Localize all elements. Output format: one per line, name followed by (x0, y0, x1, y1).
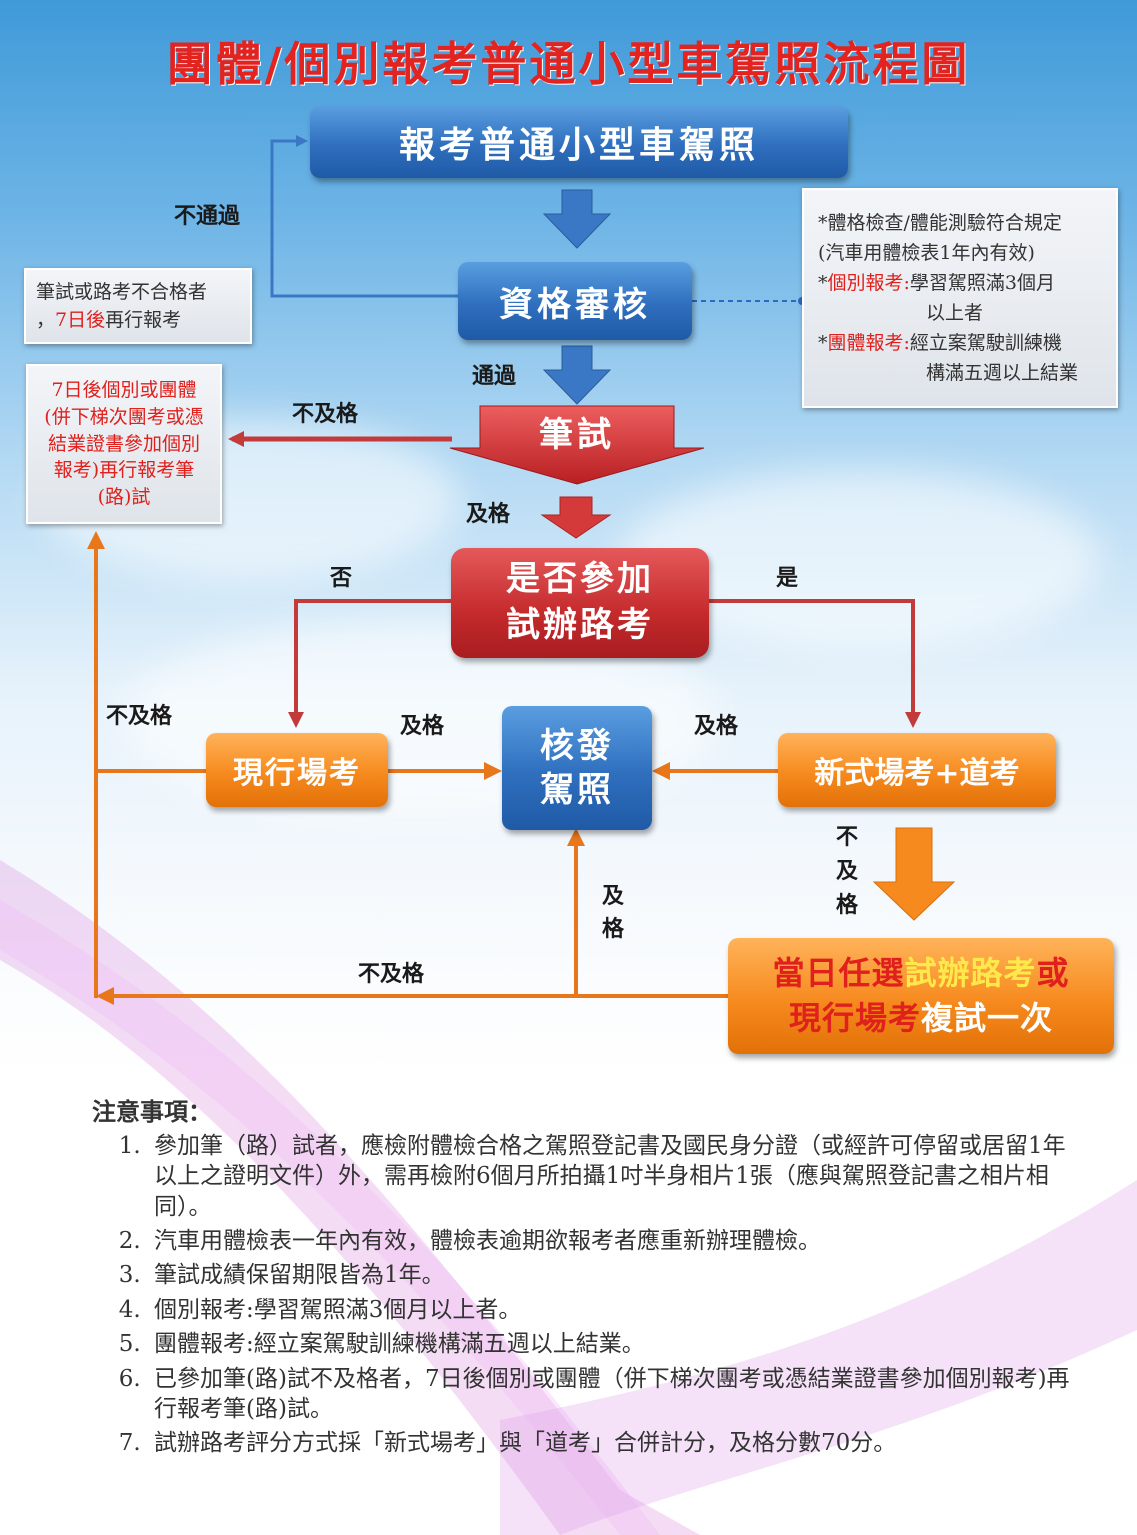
rules-line: *個別報考:學習駕照滿3個月 (818, 268, 1055, 298)
rules-text: * (818, 332, 828, 355)
notice-item: 試辦路考評分方式採「新式場考」與「道考」合併計分，及格分數70分。 (148, 1428, 1082, 1458)
label-fail-retry: 不及格 (358, 961, 425, 987)
fail-note-line-1: 筆試或路考不合格者 (36, 280, 208, 303)
notice-list: 參加筆（路）試者，應檢附體檢合格之駕照登記書及國民身分證（或經許可停留或居留1年… (92, 1131, 1082, 1459)
issue-line-1: 核發 (540, 725, 614, 766)
qualification-review-box: 資格審核 (458, 262, 692, 340)
rules-text: 經立案駕駛訓練機 (909, 332, 1062, 355)
fail-note-line-2: ，7日後再行報考 (36, 306, 181, 335)
notice-item: 團體報考:經立案駕駛訓練機構滿五週以上結業。 (148, 1329, 1082, 1359)
same-day-retry-box: 當日任選試辦路考或 現行場考複試一次 (728, 938, 1114, 1054)
label-fail-new-char: 格 (836, 892, 859, 919)
retry-text: 或 (1036, 954, 1070, 993)
rules-text: 團體報考: (827, 332, 910, 355)
label-pass-written: 及格 (466, 501, 511, 527)
retake-note: 7日後個別或團體(併下梯次團考或憑結業證書參加個別報考)再行報考筆(路)試 (26, 364, 222, 524)
issue-license-box: 核發 駕照 (502, 706, 652, 830)
label-fail-new-char: 及 (836, 858, 859, 885)
current-field-test-box: 現行場考 (206, 733, 388, 807)
arrow-written-down (540, 496, 612, 539)
retry-text: 複試一次 (921, 999, 1054, 1037)
retry-line-2: 現行場考複試一次 (789, 996, 1053, 1041)
label-pass-retry-char: 及 (602, 883, 625, 909)
retry-line-1: 當日任選試辦路考或 (772, 951, 1069, 996)
label-not-pass: 不通過 (174, 203, 241, 229)
decision-line-2: 試辦路考 (506, 605, 654, 645)
fail-wait-note: 筆試或路考不合格者 ，7日後再行報考 (24, 268, 252, 344)
rules-line: 構滿五週以上結業 (926, 362, 1079, 385)
label-pass: 通過 (472, 363, 517, 389)
rules-text: 學習駕照滿3個月 (909, 271, 1055, 294)
notice-item: 個別報考:學習駕照滿3個月以上者。 (148, 1295, 1082, 1325)
label-no: 否 (330, 565, 353, 591)
line-no-branch (288, 599, 451, 728)
arrow-qualify-down (542, 345, 612, 405)
apply-license-box: 報考普通小型車駕照 (310, 106, 848, 178)
arrow-new-fail-down (872, 827, 956, 921)
notice-item: 筆試成績保留期限皆為1年。 (148, 1260, 1082, 1290)
page-title: 團體/個別報考普通小型車駕照流程圖 (166, 37, 971, 91)
retry-text: 現行場考 (788, 999, 921, 1037)
road-test-decision-box: 是否參加 試辦路考 (451, 548, 709, 658)
written-test-shape (449, 405, 705, 485)
written-test-label: 筆試 (539, 414, 615, 455)
retry-text: 當日任選 (772, 954, 905, 993)
notice-section: 注意事項： 參加筆（路）試者，應檢附體檢合格之駕照登記書及國民身分證（或經許可停… (92, 1092, 1082, 1463)
notice-item: 汽車用體檢表一年內有效，體檢表逾期欲報考者應重新辦理體檢。 (148, 1226, 1082, 1256)
notice-item: 已參加筆(路)試不及格者，7日後個別或團體（併下梯次團考或憑結業證書參加個別報考… (148, 1364, 1082, 1425)
issue-line-2: 駕照 (540, 770, 614, 810)
label-fail-current: 不及格 (106, 703, 173, 729)
retry-text: 試辦路考 (904, 954, 1037, 993)
rules-text: * (818, 271, 828, 294)
line-not-pass-loop (270, 135, 458, 298)
notice-heading: 注意事項： (92, 1097, 212, 1126)
label-fail-new: 不 及 格 (836, 820, 858, 922)
label-yes: 是 (776, 565, 799, 591)
rules-line: *團體報考:經立案駕駛訓練機 (818, 328, 1062, 358)
label-pass-retry: 及 格 (602, 880, 624, 946)
new-field-road-test-box: 新式場考+道考 (778, 733, 1056, 807)
label-pass-current: 及格 (400, 713, 445, 739)
arrow-apply-down (542, 189, 612, 249)
label-pass-retry-char: 格 (602, 916, 625, 942)
line-yes-branch (709, 599, 921, 728)
rules-line: (汽車用體檢表1年內有效) (818, 241, 1035, 264)
rules-line: *體格檢查/體能測驗符合規定 (818, 211, 1062, 234)
rules-text: 個別報考: (827, 271, 910, 294)
rules-line: 以上者 (926, 302, 984, 324)
qualification-rules-note: *體格檢查/體能測驗符合規定 (汽車用體檢表1年內有效) *個別報考:學習駕照滿… (802, 188, 1118, 408)
label-fail-written: 不及格 (292, 401, 359, 427)
fail-note-text: ， (36, 309, 56, 331)
notice-item: 參加筆（路）試者，應檢附體檢合格之駕照登記書及國民身分證（或經許可停留或居留1年… (148, 1131, 1082, 1222)
fail-note-text: 7日後 (55, 309, 106, 331)
label-fail-new-char: 不 (836, 824, 859, 850)
decision-line-1: 是否參加 (506, 559, 654, 600)
fail-note-text: 再行報考 (105, 309, 182, 331)
label-pass-new: 及格 (694, 713, 739, 739)
